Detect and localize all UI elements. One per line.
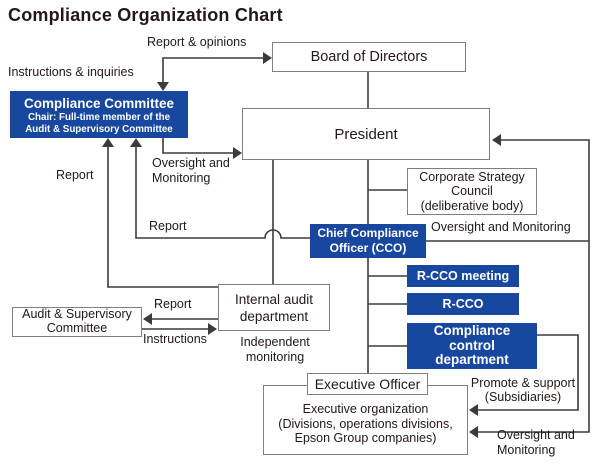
box-rcco-meeting: R-CCO meeting (407, 265, 519, 287)
connector-committee-president (162, 138, 242, 159)
box-compliance-control-department: Compliance control department (407, 323, 537, 369)
label-oversight-monitoring-bottom: Oversight and Monitoring (497, 428, 575, 457)
box-corporate-strategy-council: Corporate Strategy Council (deliberative… (407, 168, 537, 215)
label-instructions-inquiries: Instructions & inquiries (8, 65, 134, 79)
box-compliance-committee: Compliance Committee Chair: Full-time me… (10, 91, 188, 138)
box-executive-officer: Executive Officer (307, 373, 428, 395)
label-promote-support: Promote & support (Subsidiaries) (470, 376, 576, 404)
compliance-committee-title: Compliance Committee (23, 96, 175, 112)
box-audit-supervisory-committee: Audit & Supervisory Committee (12, 307, 142, 337)
label-report-cco: Report (149, 219, 187, 233)
connector-committee-board (157, 52, 272, 91)
connector-audit-report (143, 313, 218, 325)
connector-audit-instructions (142, 323, 217, 335)
label-oversight-monitoring-right: Oversight and Monitoring (431, 220, 571, 234)
label-report-audit-committee: Report (154, 297, 192, 311)
compliance-committee-subtitle: Chair: Full-time member of the Audit & S… (25, 112, 173, 135)
box-board-of-directors: Board of Directors (272, 42, 466, 72)
label-instructions: Instructions (143, 332, 207, 346)
connector-cco-oversight-path (426, 134, 590, 438)
box-internal-audit-department: Internal audit department (218, 284, 330, 331)
box-executive-organization: Executive organization (Divisions, opera… (263, 385, 468, 455)
box-chief-compliance-officer: Chief Compliance Officer (CCO) (310, 224, 426, 258)
label-report-internal-audit: Report (56, 168, 94, 182)
connector-cco-report (130, 138, 310, 239)
label-report-opinions: Report & opinions (147, 35, 247, 49)
connector-president-executive-trunk (367, 160, 407, 373)
page-title: Compliance Organization Chart (8, 5, 283, 25)
connector-internal-audit-report (102, 138, 218, 288)
label-independent-monitoring: Independent monitoring (240, 335, 310, 364)
box-president: President (242, 108, 490, 160)
connector-promote-support (469, 334, 579, 416)
label-oversight-monitoring-president: Oversight and Monitoring (152, 156, 230, 185)
box-rcco: R-CCO (407, 293, 519, 315)
